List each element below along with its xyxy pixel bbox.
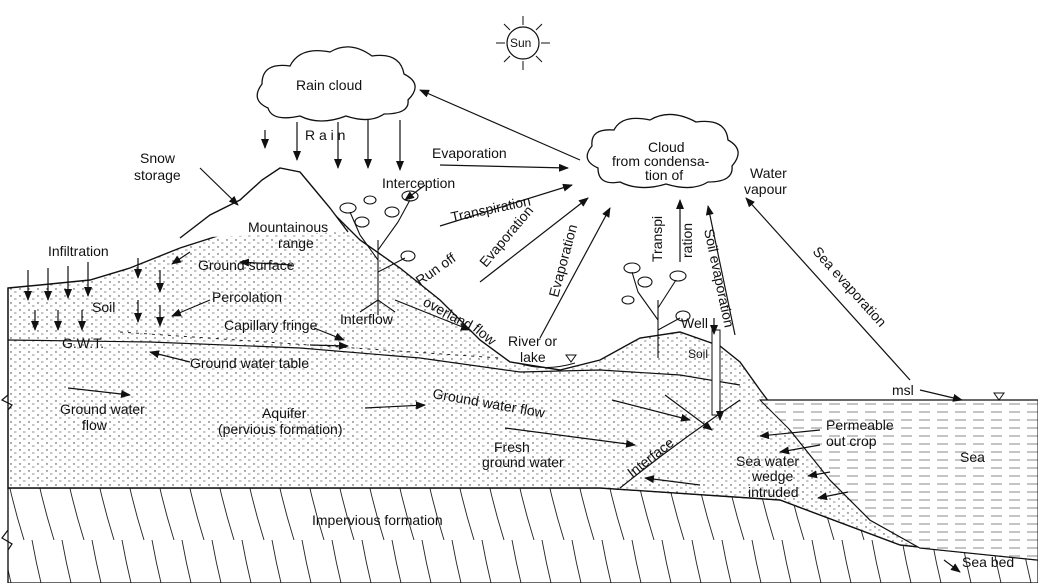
evaporation-top-label: Evaporation — [432, 145, 507, 161]
well — [711, 329, 721, 416]
cloud-label-1: Cloud — [648, 139, 685, 155]
river-label-2: lake — [520, 349, 546, 365]
rain-cloud-label: Rain cloud — [296, 77, 362, 93]
permeable-label-1: Permeable — [826, 417, 894, 433]
interception-label: Interception — [382, 175, 455, 191]
impervious-label: Impervious formation — [312, 512, 443, 528]
capillary-label: Capillary fringe — [224, 317, 318, 333]
sea-evaporation-label: Sea evaporation — [810, 243, 890, 329]
aquifer-label-1: Aquifer — [262, 405, 307, 421]
msl-marker — [993, 392, 1005, 401]
river-lake — [517, 362, 576, 368]
soil-small-label: Soil — [688, 347, 708, 361]
sea-label: Sea — [960, 449, 985, 465]
ground-surface-label: Ground surface — [198, 257, 295, 273]
soil-label: Soil — [92, 299, 115, 315]
sea — [758, 399, 1038, 561]
percolation-label: Percolation — [212, 289, 282, 305]
transpi-label-2: ration — [679, 223, 695, 258]
condensation-cloud — [586, 113, 739, 189]
snow-label-1: Snow — [140, 150, 176, 166]
interface-line — [619, 399, 741, 489]
interflow-label: Interflow — [340, 311, 394, 327]
wedge-label-2: wedge — [751, 468, 793, 484]
rain-cloud — [256, 46, 416, 122]
gw-table-label: Ground water table — [190, 355, 309, 371]
tree-right — [621, 262, 691, 358]
gw-flow-left-label-2: flow — [82, 417, 108, 433]
infiltration-label: Infiltration — [48, 243, 109, 259]
snow-label-2: storage — [134, 167, 181, 183]
permeable-label-2: out crop — [826, 433, 877, 449]
river-label-1: River or — [508, 333, 557, 349]
transpi-label-1: Transpi — [649, 216, 665, 262]
sun-icon — [496, 16, 550, 70]
sea-bed-label: Sea bed — [962, 554, 1014, 570]
sun-label: Sun — [510, 36, 531, 50]
ground-water-table — [7, 339, 741, 386]
fresh-label-2: ground water — [482, 454, 564, 470]
gw-flow-left-label-1: Ground water — [60, 401, 145, 417]
fresh-label-1: Fresh — [494, 439, 530, 455]
aquifer-label-2: (pervious formation) — [218, 421, 343, 437]
evaporation-right-label: Evaporation — [545, 222, 580, 298]
mountain-label-2: range — [278, 235, 314, 251]
wedge-label-1: Sea water — [736, 453, 799, 469]
rain-arrows — [261, 120, 404, 171]
well-label: Well — [681, 315, 708, 331]
runoff-label-1: Run off — [413, 250, 459, 289]
infiltration-arrows — [24, 251, 191, 331]
wedge-label-3: intruded — [748, 484, 799, 500]
tree-left — [339, 190, 419, 315]
mountain-label-1: Mountainous — [248, 219, 328, 235]
water-vapour-label-1: Water — [750, 165, 787, 181]
cloud-label-2: from condensa- — [612, 153, 710, 169]
water-vapour-label-2: vapour — [744, 181, 787, 197]
cloud-label-3: tion of — [645, 167, 683, 183]
msl-label: msl — [892, 382, 914, 398]
gwt-label: G.W.T. — [62, 335, 104, 351]
soil-evaporation-label: Soil evaporation — [701, 227, 738, 329]
rain-label: R a i n — [305, 127, 345, 143]
